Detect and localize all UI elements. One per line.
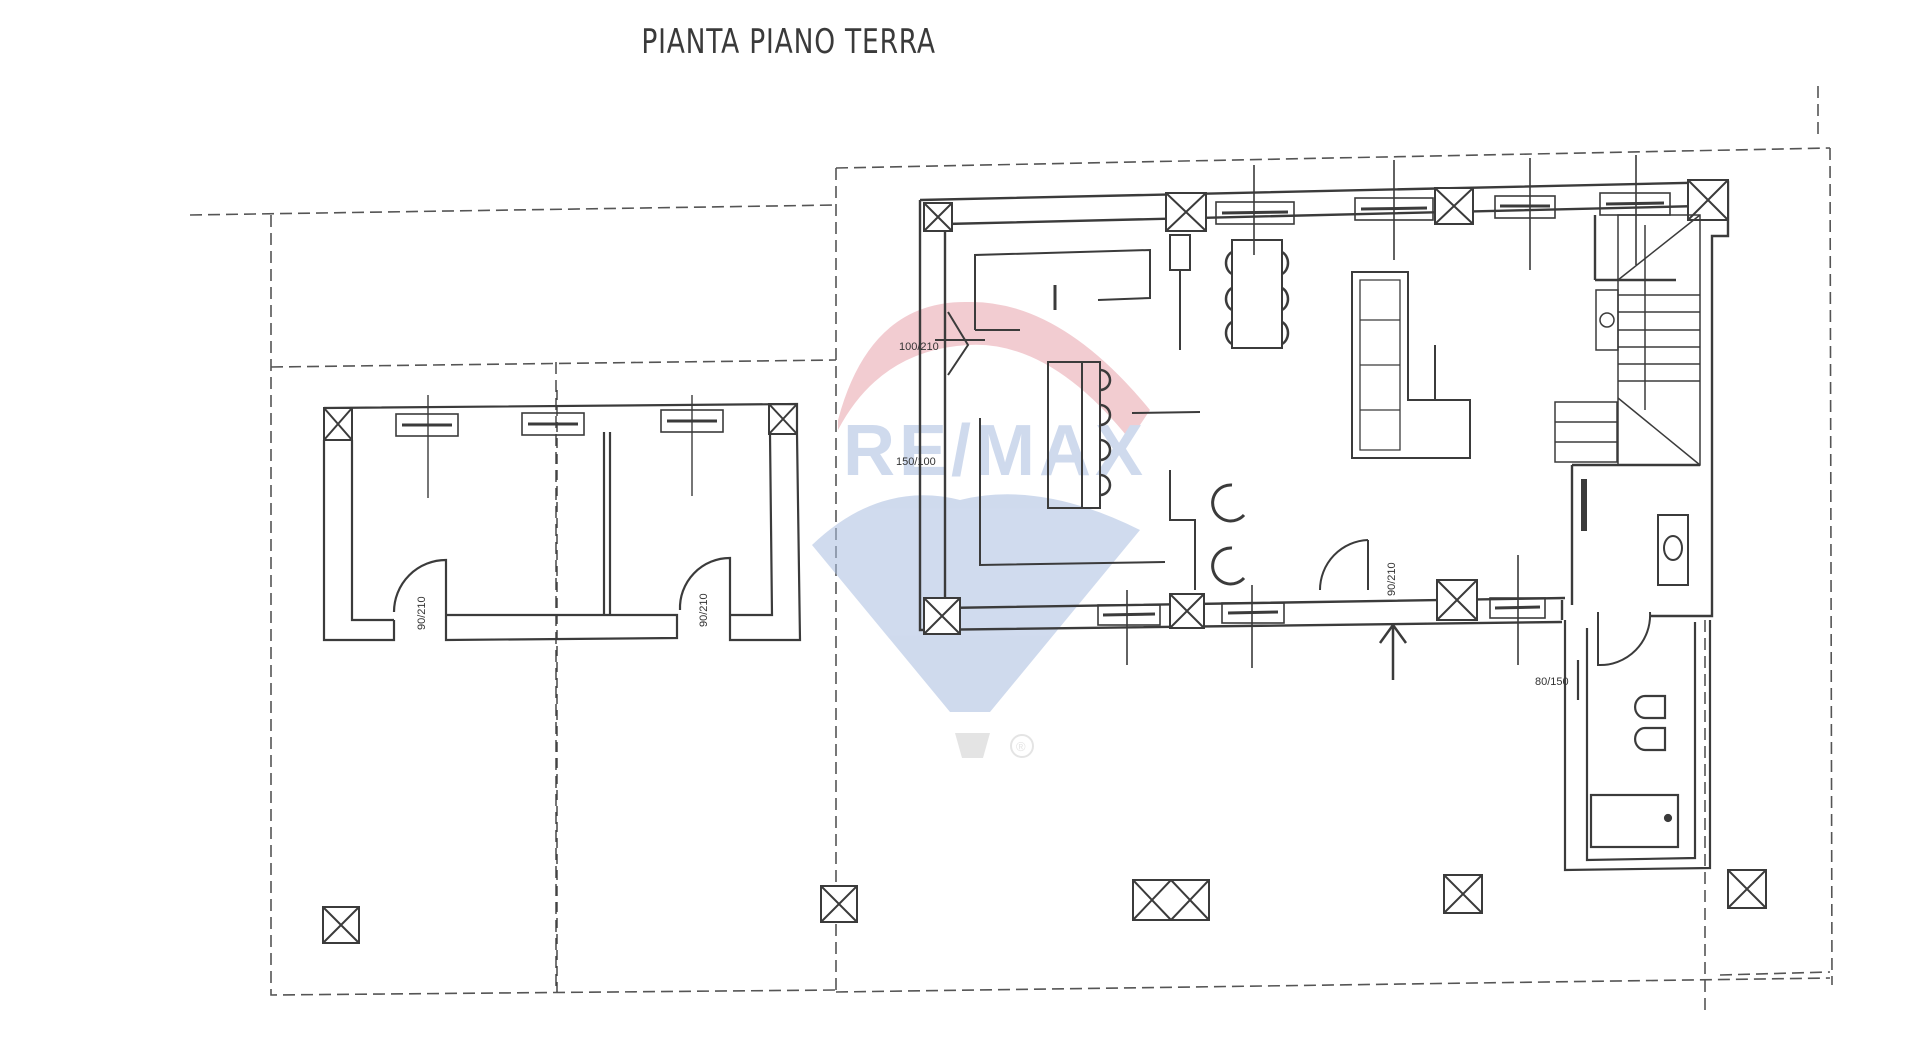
pillars <box>322 179 1767 944</box>
windows-top <box>1215 155 1671 270</box>
dashed-boundaries <box>189 86 1833 1012</box>
remax-text: RE/MAX <box>843 411 1147 491</box>
label-annex-door-left: 90/210 <box>416 596 428 630</box>
furniture <box>974 214 1701 590</box>
chairs <box>1224 250 1290 346</box>
plan-title: PIANTA PIANO TERRA <box>641 22 936 62</box>
annex-building <box>322 390 802 992</box>
entrance-arrow-icon <box>1378 622 1408 680</box>
label-entrance-door: 90/210 <box>1386 562 1398 596</box>
remax-watermark: RE/MAX ® <box>812 301 1150 758</box>
label-bath-window: 80/150 <box>1535 676 1569 688</box>
bathroom <box>1563 620 1712 872</box>
label-window-main-left: 100/210 <box>899 341 939 353</box>
staircase <box>1554 214 1701 466</box>
label-annex-door-right: 90/210 <box>698 593 710 627</box>
windows-bottom <box>1097 555 1546 668</box>
label-window-main-left-lower: 150/100 <box>896 456 936 468</box>
doors <box>935 311 1652 667</box>
dimension-labels: 100/210 150/100 80/150 90/210 90/210 90/… <box>416 341 1569 688</box>
registered-mark: ® <box>1016 739 1026 754</box>
